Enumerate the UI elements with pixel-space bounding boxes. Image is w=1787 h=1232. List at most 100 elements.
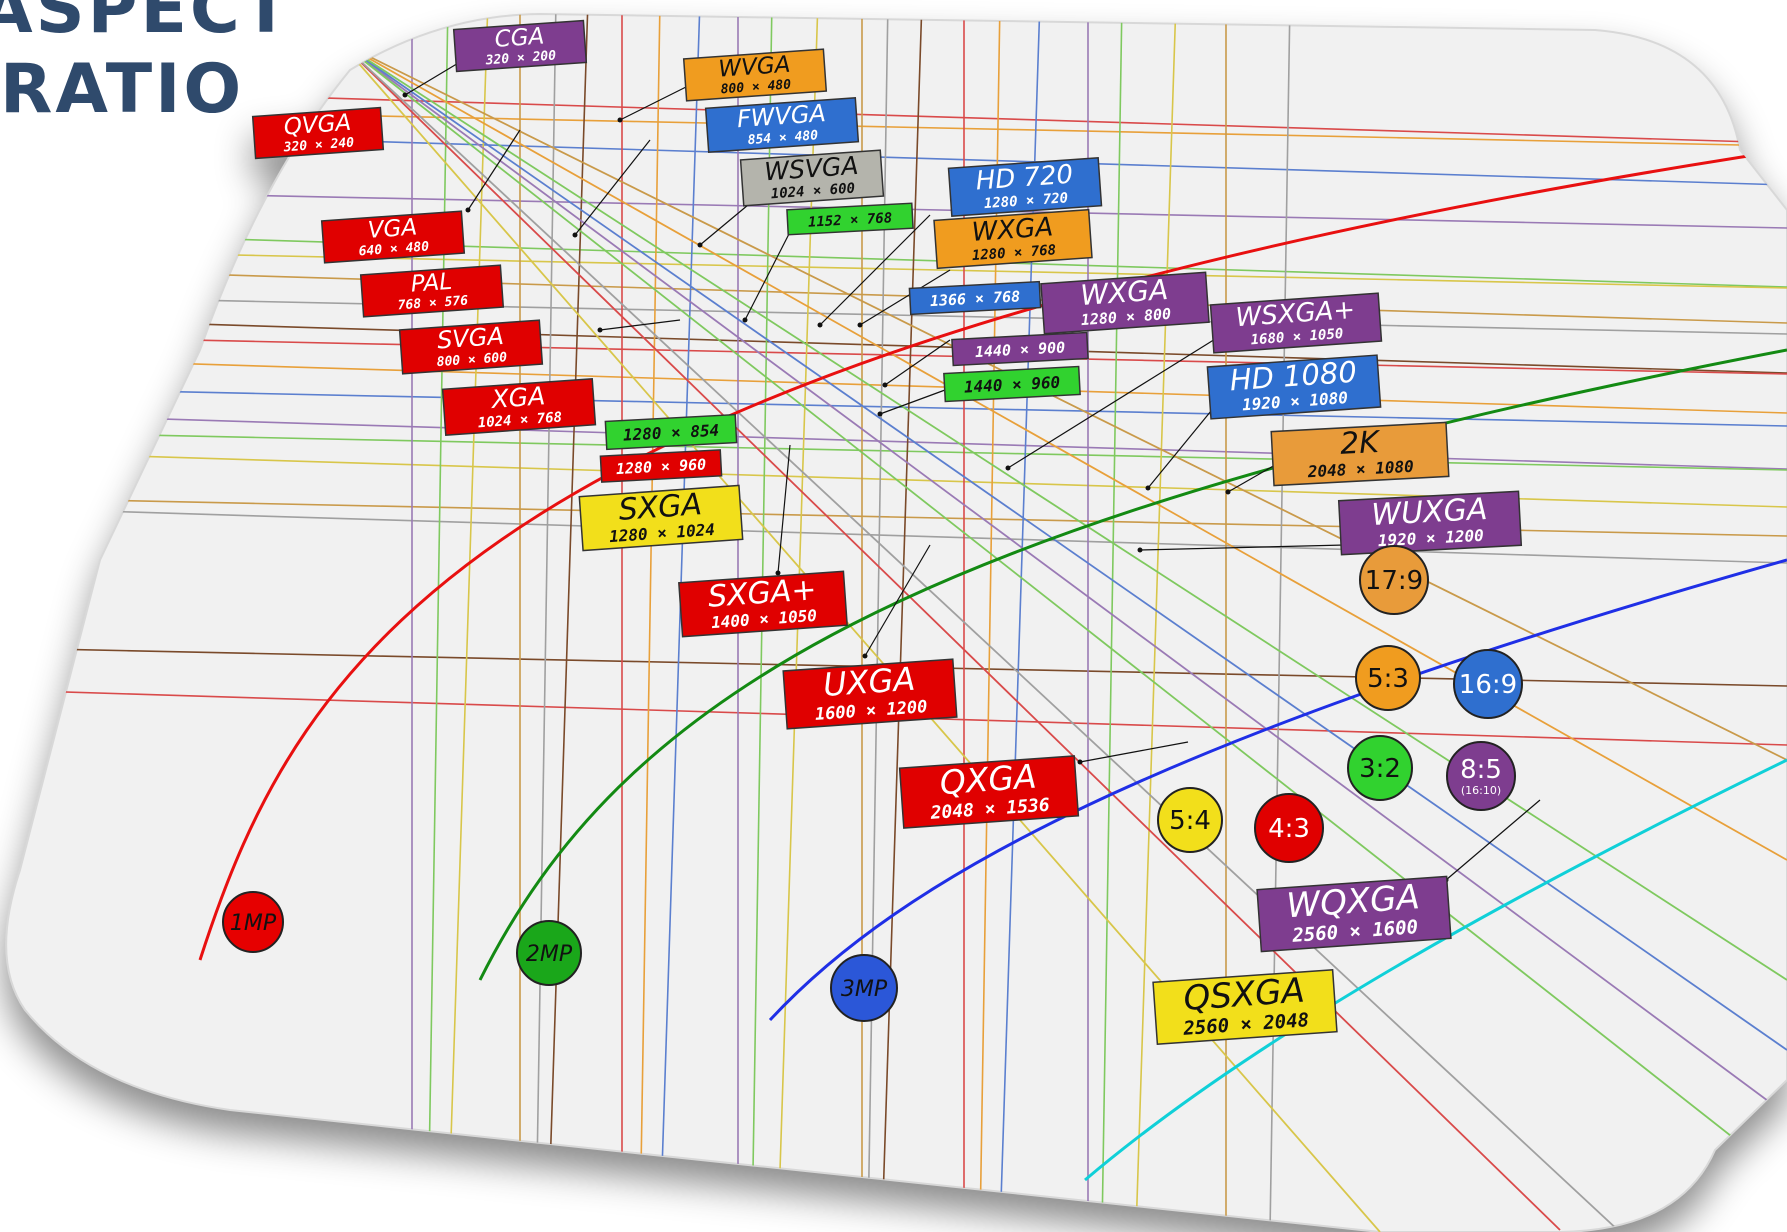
resolution-box-bg <box>359 264 505 318</box>
horizontal-guide-line <box>6 387 1787 427</box>
aspect-ratio-5-3: 5:3 <box>1355 645 1421 711</box>
aspect-ratio-4-3: 4:3 <box>1254 793 1324 863</box>
horizontal-guide-line <box>6 267 1787 324</box>
resolution-dimensions: 640 × 480 <box>358 239 429 259</box>
resolution-name: SXGA <box>617 487 703 528</box>
resolution-dimensions: 320 × 200 <box>484 48 556 68</box>
aspect-ratio-markers: 17:9 5:3 16:9 3:2 8:5(16:10) 5:4 4:3 <box>1157 545 1523 863</box>
horizontal-guide-line <box>6 295 1787 335</box>
resolution-box-1152-768: 1152 × 768 <box>786 202 914 236</box>
megapixel-circle <box>222 891 284 953</box>
leader-line <box>1445 799 1541 881</box>
aspect-ratio-circle <box>1446 741 1516 811</box>
intersection-dot <box>465 207 471 213</box>
leader-line <box>599 319 681 331</box>
aspect-ratio-label: 17:9 <box>1365 566 1423 596</box>
aspect-ratio-label: 8:5 <box>1460 755 1502 785</box>
resolution-box-1366-768: 1366 × 768 <box>908 280 1042 316</box>
leader-line <box>1007 335 1221 469</box>
vertical-guide-line <box>639 14 661 1232</box>
resolution-box-bg <box>1152 968 1338 1046</box>
megapixel-label: 1MP <box>230 911 277 936</box>
resolution-box-1280-854: 1280 × 854 <box>604 413 738 451</box>
leader-line <box>619 84 691 121</box>
resolution-dimensions: 800 × 600 <box>436 350 507 370</box>
resolution-name: WXGA <box>971 212 1054 248</box>
megapixel-marker-1mp: 1MP <box>222 891 284 953</box>
resolution-box-1440-900: 1440 × 900 <box>951 331 1089 367</box>
aspect-ratio-circle <box>1355 645 1421 711</box>
resolution-name: SVGA <box>436 322 504 355</box>
resolution-box-bg <box>599 449 723 483</box>
vertical-guide-line <box>535 14 557 1232</box>
megapixel-marker-2mp: 2MP <box>516 920 582 986</box>
resolution-box-bg <box>786 202 914 236</box>
aspect-ratio-circle <box>1157 787 1223 853</box>
intersection-dot <box>617 117 623 123</box>
aspect-ratio-label: 5:4 <box>1169 806 1211 836</box>
resolution-name: SXGA+ <box>707 572 818 614</box>
resolution-name: WQXGA <box>1285 877 1421 926</box>
resolution-box-bg <box>604 413 738 451</box>
vertical-guide-line <box>427 14 449 1232</box>
aspect-ratio-5-4: 5:4 <box>1157 787 1223 853</box>
resolution-name: WUXGA <box>1371 492 1489 533</box>
aspect-ratio-ray <box>339 41 1561 1231</box>
aspect-ratio-8-5: 8:5(16:10) <box>1446 741 1516 811</box>
aspect-ratio-17-9: 17:9 <box>1359 545 1429 615</box>
resolution-name: PAL <box>410 269 453 298</box>
resolution-box-bg <box>943 365 1081 403</box>
resolution-box-bg <box>947 157 1103 217</box>
resolution-box-bg <box>320 210 466 264</box>
leader-line <box>819 214 931 326</box>
vertical-guide-line <box>447 14 489 1232</box>
megapixel-curve <box>198 148 1787 961</box>
resolution-box-bg <box>1337 490 1523 556</box>
leader-line <box>879 389 946 415</box>
megapixel-label: 2MP <box>526 942 573 967</box>
aspect-ratio-3-2: 3:2 <box>1347 735 1413 801</box>
resolution-dimensions: 1152 × 768 <box>808 210 893 230</box>
resolution-box-bg <box>398 319 544 375</box>
intersection-dot <box>402 92 408 98</box>
leader-line <box>777 444 791 574</box>
resolution-name: WVGA <box>718 52 792 83</box>
horizontal-guide-line <box>6 317 1787 374</box>
aspect-ratio-label: 5:3 <box>1367 664 1409 694</box>
aspect-ratio-ray <box>339 41 1787 1181</box>
intersection-dot <box>1225 489 1231 495</box>
vertical-guide-line <box>1135 14 1177 1232</box>
intersection-dot <box>1005 465 1011 471</box>
aspect-ratio-16-9: 16:9 <box>1453 649 1523 719</box>
resolution-box-bg <box>682 48 828 102</box>
resolution-dimensions: 1024 × 600 <box>770 181 855 203</box>
aspect-ratio-sublabel: (16:10) <box>1461 784 1501 797</box>
slide-title-line-1: ASPECT <box>0 0 293 49</box>
resolution-name: WXGA <box>1079 273 1169 312</box>
slide-title-line-2: RATIO <box>0 50 245 129</box>
resolution-box-bg <box>908 280 1042 316</box>
aspect-ratio-ray <box>339 41 1787 761</box>
resolution-box-bg <box>441 378 597 436</box>
resolution-name: VGA <box>367 214 418 243</box>
resolution-box-bg <box>782 658 958 730</box>
leader-line <box>859 269 951 326</box>
slide-title: ASPECT RATIO <box>0 0 292 130</box>
intersection-dot <box>817 322 823 328</box>
resolution-box-bg <box>251 106 385 160</box>
resolution-box-bg <box>678 570 848 638</box>
resolution-name: 2K <box>1339 425 1382 462</box>
resolution-dimensions: 1280 × 960 <box>615 455 706 478</box>
